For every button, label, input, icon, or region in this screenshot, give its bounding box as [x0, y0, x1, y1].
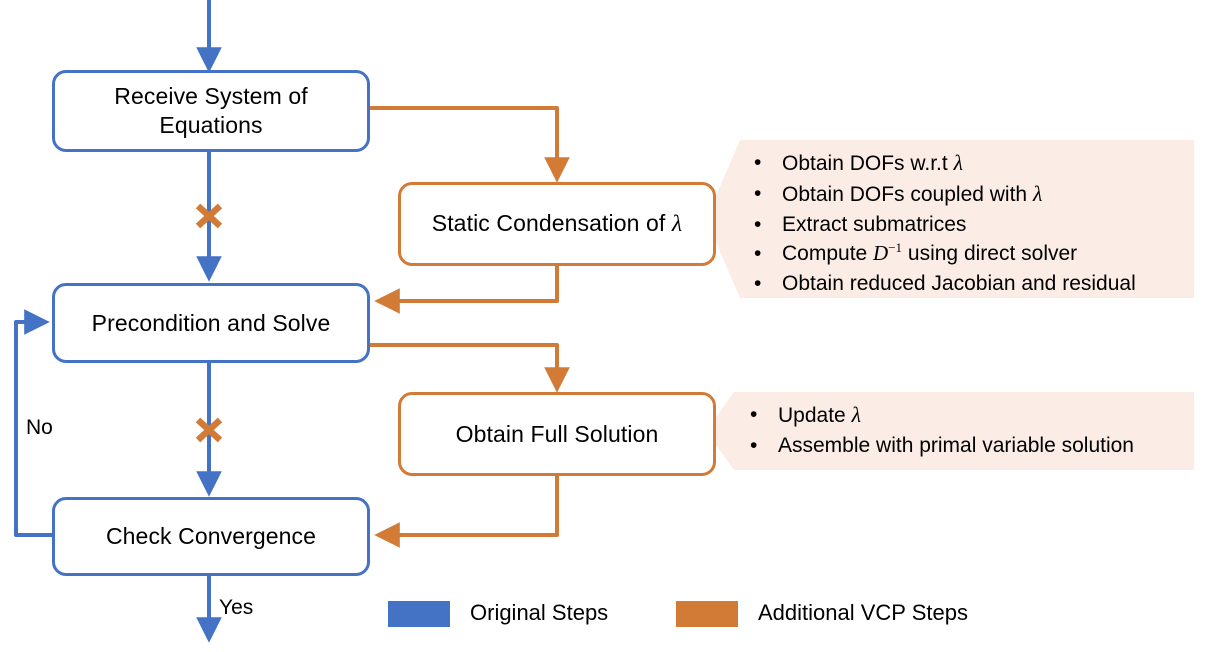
node-check-convergence[interactable]: Check Convergence — [52, 497, 370, 576]
bullet-icon: • — [754, 272, 762, 296]
d-inverse-symbol: D−1 — [873, 240, 903, 266]
connector-static-condensation-to-precondition — [374, 266, 559, 314]
edge-label-yes: Yes — [219, 596, 254, 619]
cross-marker-precondition-to-check — [195, 417, 223, 443]
edge-label-no: No — [26, 416, 53, 439]
callout-static-condensation-background — [706, 140, 1194, 298]
node-receive-system-of-equations[interactable]: Receive System of Equations — [52, 70, 370, 152]
list-item: •Compute D−1 using direct solver — [746, 239, 1186, 269]
list-item: •Obtain DOFs w.r.t λ — [746, 148, 1186, 179]
list-item: •Obtain reduced Jacobian and residual — [746, 269, 1186, 299]
legend-label-additional-vcp-steps: Additional VCP Steps — [758, 600, 968, 625]
bullet-icon: • — [750, 403, 758, 426]
lambda-symbol: λ — [851, 403, 861, 427]
bullet-icon: • — [754, 212, 762, 236]
legend-swatch-original-steps — [388, 601, 450, 627]
list-item: •Obtain DOFs coupled with λ — [746, 179, 1186, 210]
lambda-symbol: λ — [1032, 181, 1043, 206]
connector-no-loop — [14, 309, 52, 537]
node-label: Precondition and Solve — [91, 309, 331, 336]
node-static-condensation[interactable]: Static Condensation of λ — [398, 182, 716, 266]
legend-label-original-steps: Original Steps — [470, 600, 609, 625]
connector-obtain-full-to-check — [374, 476, 559, 548]
node-label: Check Convergence — [105, 523, 317, 550]
bullet-icon: • — [754, 181, 762, 205]
lambda-symbol: λ — [671, 210, 683, 237]
connector-precondition-to-obtain-full — [370, 343, 570, 393]
callout-obtain-full-list: •Update λ •Assemble with primal variable… — [742, 400, 1182, 461]
callout-obtain-full-background — [706, 392, 1194, 470]
connector-receive-to-static-condensation — [370, 106, 570, 183]
list-item: •Update λ — [742, 400, 1182, 431]
bullet-icon: • — [750, 433, 758, 457]
list-item: •Assemble with primal variable solution — [742, 431, 1182, 461]
bullet-icon: • — [754, 151, 762, 174]
node-label: Obtain Full Solution — [455, 420, 659, 447]
callout-static-condensation-list: •Obtain DOFs w.r.t λ •Obtain DOFs couple… — [746, 148, 1186, 299]
node-precondition-and-solve[interactable]: Precondition and Solve — [52, 283, 370, 363]
node-label: Static Condensation of λ — [431, 209, 683, 237]
node-obtain-full-solution[interactable]: Obtain Full Solution — [398, 392, 716, 476]
list-item: •Extract submatrices — [746, 210, 1186, 240]
legend-swatch-additional-vcp-steps — [676, 601, 738, 627]
cross-marker-receive-to-precondition — [195, 203, 223, 229]
bullet-icon: • — [754, 242, 762, 266]
lambda-symbol: λ — [953, 151, 963, 175]
node-label: Receive System of Equations — [114, 83, 308, 138]
